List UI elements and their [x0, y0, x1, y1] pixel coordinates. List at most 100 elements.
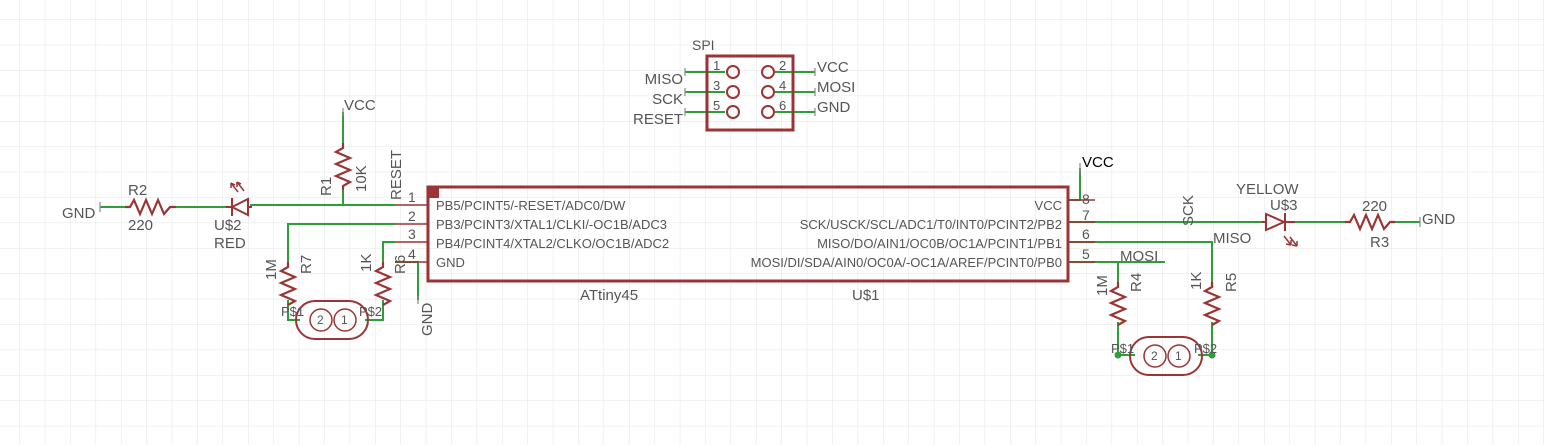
spi-signal-miso: MISO	[645, 71, 683, 88]
resistor-r1-ref: R1	[318, 177, 335, 196]
resistor-r1-symbol[interactable]	[333, 143, 353, 190]
touch-pad-right-p1: P$1	[1111, 341, 1134, 356]
mcu-pin-number-7: 7	[1082, 207, 1090, 223]
touch-pad-left-num-1: 1	[341, 313, 348, 327]
mcu-pin-name-6: MISO/DO/AIN1/OC0B/OC1A/PCINT1/PB1	[817, 236, 1062, 251]
wire-pin2-r7[interactable]	[287, 223, 395, 262]
touch-pad-right-body[interactable]	[1129, 336, 1203, 376]
led-red-value: RED	[214, 235, 246, 252]
wire-pin6-miso[interactable]	[1068, 241, 1213, 282]
mcu-pin-name-5: MOSI/DI/SDA/AIN0/OC0A/-OC1A/AREF/PCINT0/…	[751, 255, 1062, 270]
spi-pin-number-4: 4	[779, 78, 786, 93]
touch-pad-left-num-2: 2	[317, 313, 324, 327]
mcu-pin-number-2: 2	[408, 208, 416, 224]
resistor-r1-value: 10K	[353, 165, 370, 192]
net-label-mosi: MOSI	[1120, 248, 1158, 265]
mcu-pin-name-1: PB5/PCINT5/-RESET/ADC0/DW	[436, 198, 626, 213]
resistor-r4-ref: R4	[1128, 273, 1145, 292]
led-red[interactable]	[226, 181, 252, 217]
touch-pad-left-p1: P$1	[281, 304, 304, 319]
net-label-reset: RESET	[388, 150, 405, 200]
mcu-pin-name-4: GND	[436, 255, 465, 270]
resistor-r7-ref: R7	[298, 255, 315, 274]
mcu-name: ATtiny45	[580, 287, 638, 304]
wire-pin3-r6[interactable]	[382, 241, 395, 262]
mcu-body[interactable]	[426, 185, 1070, 283]
resistor-r4-value: 1M	[1094, 275, 1111, 296]
net-label-gnd-left: GND	[62, 205, 96, 222]
resistor-r2-symbol[interactable]	[125, 197, 176, 217]
resistor-r5-value: 1K	[1188, 272, 1205, 290]
spi-signal-sck: SCK	[652, 91, 683, 108]
resistor-r2-ref: R2	[128, 182, 147, 199]
spi-title: SPI	[692, 37, 715, 53]
led-yellow-ref: U$3	[1270, 197, 1298, 214]
spi-pin-3-pad[interactable]	[726, 85, 740, 99]
touch-pad-left-p2: P$2	[359, 304, 382, 319]
led-yellow[interactable]	[1262, 212, 1298, 247]
mcu-pin-name-7: SCK/USCK/SCL/ADC1/T0/INT0/PCINT2/PB2	[800, 217, 1062, 232]
spi-header-body[interactable]	[705, 54, 795, 132]
spi-signal-mosi: MOSI	[817, 79, 855, 96]
spi-pin-6-pad[interactable]	[761, 105, 775, 119]
wire-r6-pad[interactable]	[365, 300, 384, 321]
spi-signal-reset: RESET	[633, 111, 683, 128]
resistor-r7-value: 1M	[263, 259, 280, 280]
mcu-pin-number-6: 6	[1082, 226, 1090, 242]
resistor-r7-symbol[interactable]	[278, 262, 298, 306]
junctions	[1114, 351, 1216, 359]
resistor-r6-value: 1K	[358, 254, 375, 272]
mcu-ref: U$1	[852, 287, 880, 304]
led-yellow-value: YELLOW	[1236, 181, 1299, 198]
spi-signal-vcc: VCC	[817, 59, 849, 76]
net-label-vcc-mcu: VCC	[1082, 154, 1114, 171]
spi-pin-2-pad[interactable]	[761, 65, 775, 79]
resistor-r3-ref: R3	[1370, 234, 1389, 251]
net-ticks	[99, 68, 1421, 304]
led-red-ref: U$2	[214, 217, 242, 234]
mcu-pin-number-3: 3	[408, 226, 416, 242]
resistor-r2-value: 220	[128, 217, 153, 234]
mcu-pin-number-1: 1	[408, 189, 416, 205]
touch-pad-right-p2: P$2	[1194, 341, 1217, 356]
resistor-r5-ref: R5	[1223, 273, 1240, 292]
resistor-r6-ref: R6	[392, 255, 409, 274]
resistor-r3-value: 220	[1362, 198, 1387, 215]
led-red-light-arrows	[230, 181, 245, 193]
touch-pad-left-body[interactable]	[295, 300, 369, 340]
spi-pin-number-2: 2	[779, 58, 786, 73]
spi-pin-number-5: 5	[713, 98, 720, 113]
mcu-pin-number-5: 5	[1082, 246, 1090, 262]
spi-pin-1-pad[interactable]	[726, 65, 740, 79]
spi-pin-number-3: 3	[713, 78, 720, 93]
net-label-vcc-top: VCC	[344, 97, 376, 114]
resistor-r3-symbol[interactable]	[1345, 212, 1395, 232]
touch-pad-right-num-2: 2	[1151, 349, 1158, 363]
net-label-miso: MISO	[1213, 230, 1251, 247]
mcu-pin-number-4: 4	[408, 246, 416, 262]
touch-pad-left[interactable]: 2 1 P$1 P$2	[281, 300, 382, 340]
mcu-pin-name-8: VCC	[1035, 198, 1062, 213]
resistor-r5-symbol[interactable]	[1202, 282, 1222, 326]
net-label-sck: SCK	[1180, 195, 1197, 226]
resistor-r4-symbol[interactable]	[1108, 282, 1128, 326]
spi-pin-number-6: 6	[779, 98, 786, 113]
mcu-attiny45[interactable]: 1 2 3 4 8 7 6 5 PB5/PCINT5/-RESET/ADC0/D…	[395, 185, 1095, 304]
net-label-gnd-right: GND	[1422, 211, 1456, 228]
spi-pin-4-pad[interactable]	[761, 85, 775, 99]
spi-header[interactable]: SPI 1 3 5 2 4 6 MISO SCK RESET VCC MOSI …	[633, 37, 855, 132]
mcu-pin1-marker	[429, 188, 439, 198]
net-label-gnd-mcu: GND	[419, 303, 436, 337]
spi-pin-number-1: 1	[713, 58, 720, 73]
touch-pad-right[interactable]: 2 1 P$1 P$2	[1111, 336, 1217, 376]
mcu-pin-name-2: PB3/PCINT3/XTAL1/CLKI/-OC1B/ADC3	[436, 217, 667, 232]
junction-right-pad-2	[1208, 351, 1216, 359]
mcu-pin-number-8: 8	[1082, 191, 1090, 207]
touch-pad-right-num-1: 1	[1175, 349, 1182, 363]
led-yellow-light-arrows	[1283, 235, 1298, 247]
spi-signal-gnd: GND	[817, 99, 851, 116]
spi-pin-5-pad[interactable]	[726, 105, 740, 119]
resistor-r6-symbol[interactable]	[373, 262, 393, 306]
mcu-pin-name-3: PB4/PCINT4/XTAL2/CLKO/OC1B/ADC2	[436, 236, 669, 251]
